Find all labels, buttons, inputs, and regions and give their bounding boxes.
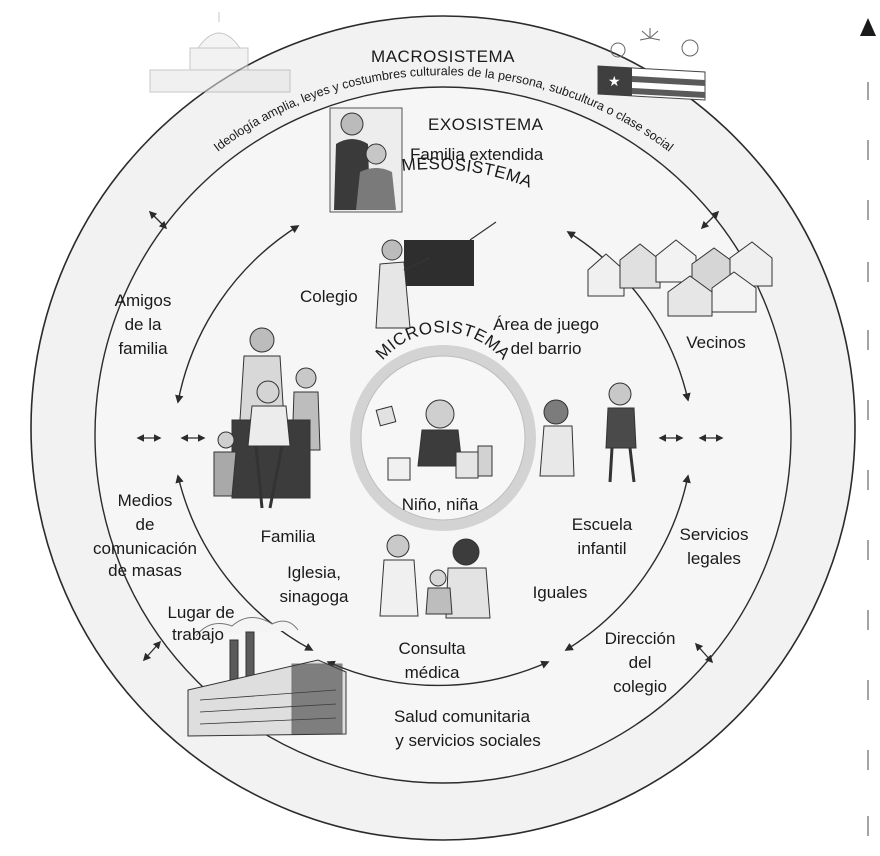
mesosystem-arrows: [175, 225, 691, 687]
teacher-illustration: [375, 221, 497, 329]
label-familia-extendida: Familia extendida: [410, 145, 544, 164]
svg-text:★: ★: [608, 73, 621, 89]
margin-triangle-icon: [860, 18, 876, 36]
label-salud-line1: Salud comunitaria: [394, 707, 531, 726]
label-consulta-line1: Consulta: [398, 639, 466, 658]
label-amigos-line3: familia: [118, 339, 168, 358]
meso-arc-top-right: [566, 231, 691, 402]
label-escuela-line2: infantil: [577, 539, 626, 558]
label-medios-line1: Medios: [118, 491, 173, 510]
family-group-illustration: [213, 327, 321, 509]
label-colegio: Colegio: [300, 287, 358, 306]
label-iglesia-line2: sinagoga: [279, 587, 349, 606]
label-lugar-trabajo-line1: Lugar de: [167, 603, 234, 622]
arrow-top-right: [700, 210, 720, 230]
arrow-top-left: [148, 210, 168, 230]
label-area-juego-line1: Área de juego: [493, 315, 599, 334]
label-iglesia-line1: Iglesia,: [287, 563, 341, 582]
arrow-bottom-right: [694, 642, 714, 664]
label-amigos-line2: de la: [125, 315, 162, 334]
label-amigos-line1: Amigos: [115, 291, 172, 310]
label-medios-line4: de masas: [108, 561, 182, 580]
arrow-bottom-left: [142, 640, 162, 662]
factory-illustration: [187, 617, 347, 737]
label-direccion-line2: del: [629, 653, 652, 672]
meso-arc-top-left: [175, 225, 300, 404]
label-servicios-legales-line2: legales: [687, 549, 741, 568]
label-direccion-line3: colegio: [613, 677, 667, 696]
label-familia: Familia: [261, 527, 316, 546]
label-medios-line3: comunicación: [93, 539, 197, 558]
meso-arc-bottom-left: [175, 474, 314, 651]
label-consulta-line2: médica: [405, 663, 460, 682]
child-with-blocks-illustration: [375, 399, 493, 481]
exosystem-arrows: [136, 210, 724, 664]
label-nino-nina: Niño, niña: [402, 495, 479, 514]
macrosystem-title: MACROSISTEMA: [371, 47, 515, 66]
extended-family-illustration: [329, 107, 403, 213]
label-direccion-line1: Dirección: [605, 629, 676, 648]
label-vecinos: Vecinos: [686, 333, 746, 352]
label-salud-line2: y servicios sociales: [395, 731, 541, 750]
label-escuela-line1: Escuela: [572, 515, 633, 534]
label-lugar-trabajo-line2: trabajo: [172, 625, 224, 644]
exosystem-title: EXOSISTEMA: [428, 115, 544, 134]
label-servicios-legales-line1: Servicios: [680, 525, 749, 544]
children-playing-illustration: [539, 382, 637, 483]
label-area-juego-line2: del barrio: [511, 339, 582, 358]
page-margin-marks: [860, 18, 876, 836]
label-iguales: Iguales: [533, 583, 588, 602]
fireworks-icon: [610, 28, 699, 58]
capitol-building-illustration: [149, 12, 291, 93]
flag-fireworks-illustration: ★: [597, 28, 706, 101]
label-medios-line2: de: [136, 515, 155, 534]
neighborhood-houses-illustration: [587, 239, 773, 317]
meso-arc-bottom: [326, 660, 550, 687]
doctor-visit-illustration: [379, 534, 491, 619]
meso-arc-bottom-right: [564, 474, 691, 651]
